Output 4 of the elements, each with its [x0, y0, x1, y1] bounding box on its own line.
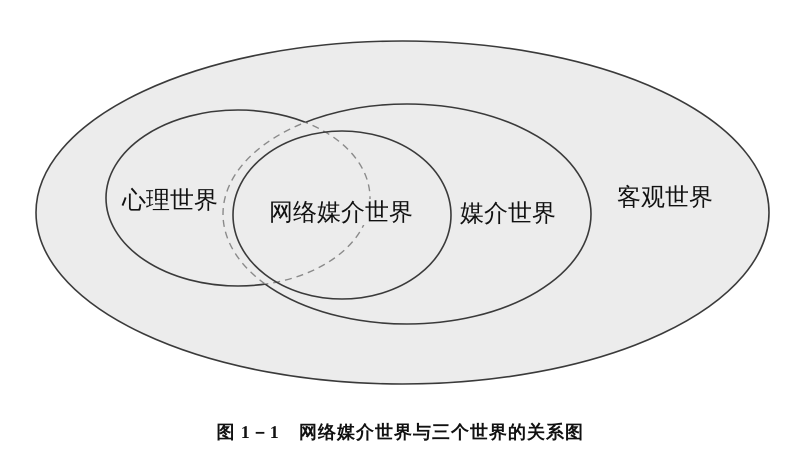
set-label: 心理世界	[120, 187, 220, 214]
set-label: 媒介世界	[458, 200, 558, 226]
figure-caption: 图 1－1 网络媒介世界与三个世界的关系图	[216, 421, 584, 444]
set-label: 客观世界	[615, 184, 715, 210]
